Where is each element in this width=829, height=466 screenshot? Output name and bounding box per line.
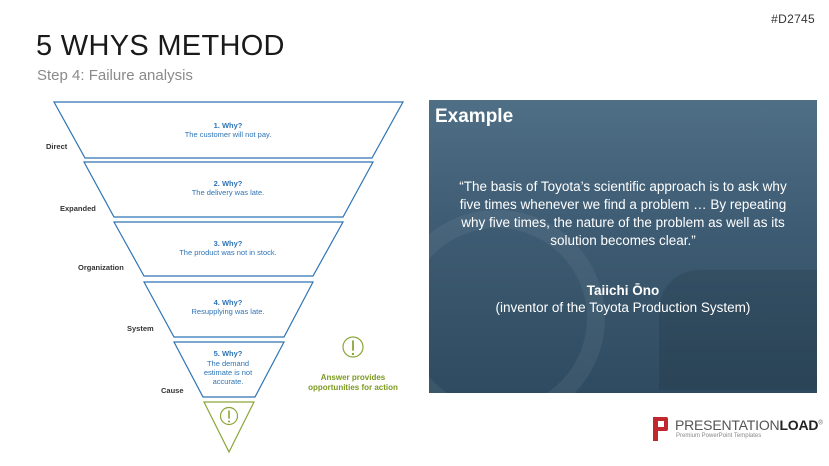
level-label-direct: Direct <box>46 142 68 151</box>
why-1-heading: 1. Why? <box>214 121 243 130</box>
why-2-heading: 2. Why? <box>214 179 243 188</box>
why-1-answer: The customer will not pay. <box>185 130 272 139</box>
page-subtitle: Step 4: Failure analysis <box>37 67 193 84</box>
funnel-level-5: 5. Why? The demand estimate is not accur… <box>173 341 285 398</box>
logo-p-icon <box>653 417 668 441</box>
why-4-heading: 4. Why? <box>214 298 243 307</box>
answer-text-line-2: opportunities for action <box>308 383 398 392</box>
level-label-organization: Organization <box>78 263 124 272</box>
answer-text-line-1: Answer provides <box>321 373 386 382</box>
quote-author-role: (inventor of the Toyota Production Syste… <box>495 300 751 315</box>
slide-code: #D2745 <box>771 12 815 26</box>
logo-wordmark: PRESENTATIONLOAD® <box>675 417 823 433</box>
level-label-cause: Cause <box>161 386 184 395</box>
why-2-answer: The delivery was late. <box>192 188 265 197</box>
why-3-heading: 3. Why? <box>214 239 243 248</box>
why-5-answer-line-3: accurate. <box>213 377 244 386</box>
background-dashboard-shape <box>659 270 817 390</box>
level-label-system: System <box>127 324 154 333</box>
funnel-level-3: 3. Why? The product was not in stock. <box>112 221 345 277</box>
why-5-answer-line-1: The demand <box>207 359 249 368</box>
example-title: Example <box>435 106 514 127</box>
logo-tagline: Premium PowerPoint Templates <box>676 433 762 439</box>
why-5-answer-line-2: estimate is not <box>204 368 253 377</box>
exclamation-icon <box>219 406 239 426</box>
funnel-tip-triangle <box>203 401 255 454</box>
level-label-expanded: Expanded <box>60 204 96 213</box>
logo-brand-light: PRESENTATION <box>675 417 780 433</box>
page-title: 5 WHYS METHOD <box>36 30 285 62</box>
quote-author: Taiichi Ōno <box>586 283 660 298</box>
example-quote: “The basis of Toyota’s scientific approa… <box>459 179 787 248</box>
funnel-level-2: 2. Why? The delivery was late. <box>82 161 375 218</box>
funnel-level-4: 4. Why? Resupplying was late. <box>142 281 314 338</box>
why-3-answer: The product was not in stock. <box>179 248 277 257</box>
logo-registered-mark: ® <box>818 420 823 427</box>
logo-brand-bold: LOAD <box>779 417 819 433</box>
why-5-heading: 5. Why? <box>214 349 243 358</box>
funnel-level-1: 1. Why? The customer will not pay. <box>52 101 405 159</box>
why-4-answer: Resupplying was late. <box>192 307 265 316</box>
example-panel: Example “The basis of Toyota’s scientifi… <box>429 100 817 393</box>
answer-exclamation-icon <box>342 336 364 358</box>
